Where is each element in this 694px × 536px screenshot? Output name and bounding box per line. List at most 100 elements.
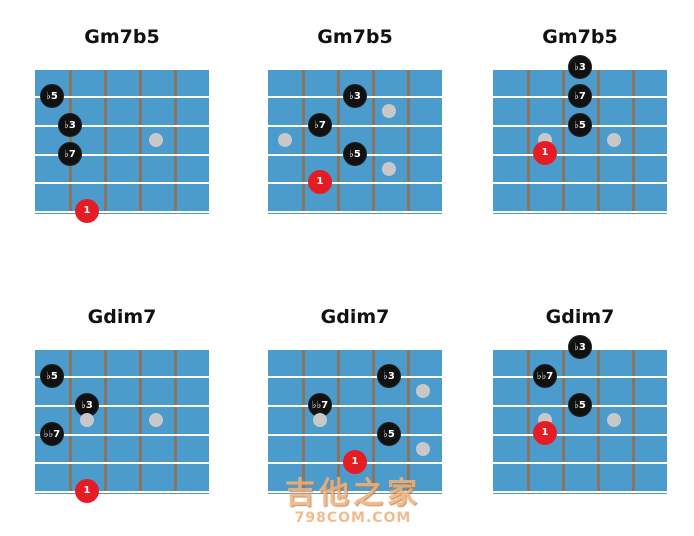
string-line	[268, 68, 442, 70]
fret-wire	[407, 68, 410, 214]
fret-wire	[372, 68, 375, 214]
interval-note-marker: ♭3	[568, 335, 592, 359]
fret-wire	[337, 348, 340, 494]
root-note-marker: 1	[75, 478, 99, 503]
fret-wire	[139, 68, 142, 214]
fret-wire	[174, 348, 177, 494]
interval-note-marker: ♭♭7	[533, 364, 557, 388]
ghost-note-marker	[313, 412, 327, 427]
fret-wire	[302, 68, 305, 214]
string-line	[35, 376, 209, 378]
fret-wire	[174, 68, 177, 214]
string-line	[35, 405, 209, 407]
chord-title: Gdim7	[545, 306, 615, 328]
fret-wire	[527, 348, 530, 494]
ghost-note-marker	[607, 132, 621, 147]
chord-title: Gdim7	[87, 306, 157, 328]
fret-wire	[69, 68, 72, 214]
ghost-note-marker	[278, 132, 292, 147]
string-line	[35, 491, 209, 493]
fret-wire	[597, 348, 600, 494]
root-note-marker: 1	[533, 140, 557, 165]
interval-note-marker: ♭3	[58, 113, 82, 137]
fret-wire	[597, 68, 600, 214]
string-line	[493, 211, 667, 213]
fret-wire	[632, 348, 635, 494]
ghost-note-marker	[149, 412, 163, 427]
interval-note-marker: ♭5	[343, 142, 367, 166]
fretboard: ♭3 ♭♭7 ♭5 1	[493, 335, 667, 494]
string-line	[268, 348, 442, 350]
interval-note-marker: ♭5	[40, 84, 64, 108]
chord-title: Gm7b5	[84, 26, 160, 48]
fret-wire	[562, 348, 565, 494]
fretboard: ♭5 ♭3 ♭7 1	[35, 68, 209, 223]
interval-note-marker: ♭5	[40, 364, 64, 388]
interval-note-marker: ♭5	[568, 113, 592, 137]
fretboard: ♭3 ♭7 ♭5 1	[493, 55, 667, 214]
string-line	[493, 154, 667, 156]
ghost-note-marker	[149, 132, 163, 147]
ghost-note-marker	[416, 383, 430, 398]
string-line	[35, 125, 209, 127]
interval-note-marker: ♭♭7	[40, 422, 64, 446]
string-line	[493, 182, 667, 184]
site-watermark: 吉他之家 798COM.COM	[268, 468, 438, 526]
string-line	[268, 376, 442, 378]
interval-note-marker: ♭5	[568, 393, 592, 417]
string-line	[35, 68, 209, 70]
root-note-marker: 1	[308, 169, 332, 194]
ghost-note-marker	[416, 441, 430, 456]
fret-wire	[632, 68, 635, 214]
chord-title: Gm7b5	[542, 26, 618, 48]
root-note-marker: 1	[75, 198, 99, 223]
fret-wire	[104, 348, 107, 494]
interval-note-marker: ♭7	[568, 84, 592, 108]
string-line	[493, 376, 667, 378]
chord-title: Gdim7	[320, 306, 390, 328]
string-line	[268, 491, 442, 493]
string-line	[268, 434, 442, 436]
interval-note-marker: ♭3	[377, 364, 401, 388]
string-line	[35, 462, 209, 464]
ghost-note-marker	[607, 412, 621, 427]
fret-wire	[69, 348, 72, 494]
fret-wire	[139, 348, 142, 494]
string-line	[35, 182, 209, 184]
root-note-marker: 1	[343, 449, 367, 474]
fret-wire	[562, 68, 565, 214]
string-line	[493, 434, 667, 436]
string-line	[35, 154, 209, 156]
root-note-marker: 1	[533, 420, 557, 445]
fret-wire	[527, 68, 530, 214]
watermark-url: 798COM.COM	[294, 510, 412, 526]
fret-wire	[104, 68, 107, 214]
interval-note-marker: ♭3	[568, 55, 592, 79]
interval-note-marker: ♭5	[377, 422, 401, 446]
watermark-text: 吉他之家	[285, 476, 421, 511]
string-line	[35, 434, 209, 436]
interval-note-marker: ♭3	[343, 84, 367, 108]
string-line	[268, 125, 442, 127]
string-line	[268, 405, 442, 407]
ghost-note-marker	[382, 103, 396, 118]
chord-title: Gm7b5	[317, 26, 393, 48]
fretboard: ♭3 ♭7 ♭5 1	[268, 68, 442, 214]
ghost-note-marker	[80, 412, 94, 427]
fret-wire	[407, 348, 410, 494]
string-line	[493, 491, 667, 493]
string-line	[268, 182, 442, 184]
string-line	[35, 211, 209, 213]
ghost-note-marker	[382, 161, 396, 176]
interval-note-marker: ♭7	[58, 142, 82, 166]
interval-note-marker: ♭7	[308, 113, 332, 137]
fret-wire	[372, 348, 375, 494]
string-line	[493, 462, 667, 464]
string-line	[35, 348, 209, 350]
string-line	[35, 96, 209, 98]
fret-wire	[337, 68, 340, 214]
fret-wire	[302, 348, 305, 494]
string-line	[268, 211, 442, 213]
